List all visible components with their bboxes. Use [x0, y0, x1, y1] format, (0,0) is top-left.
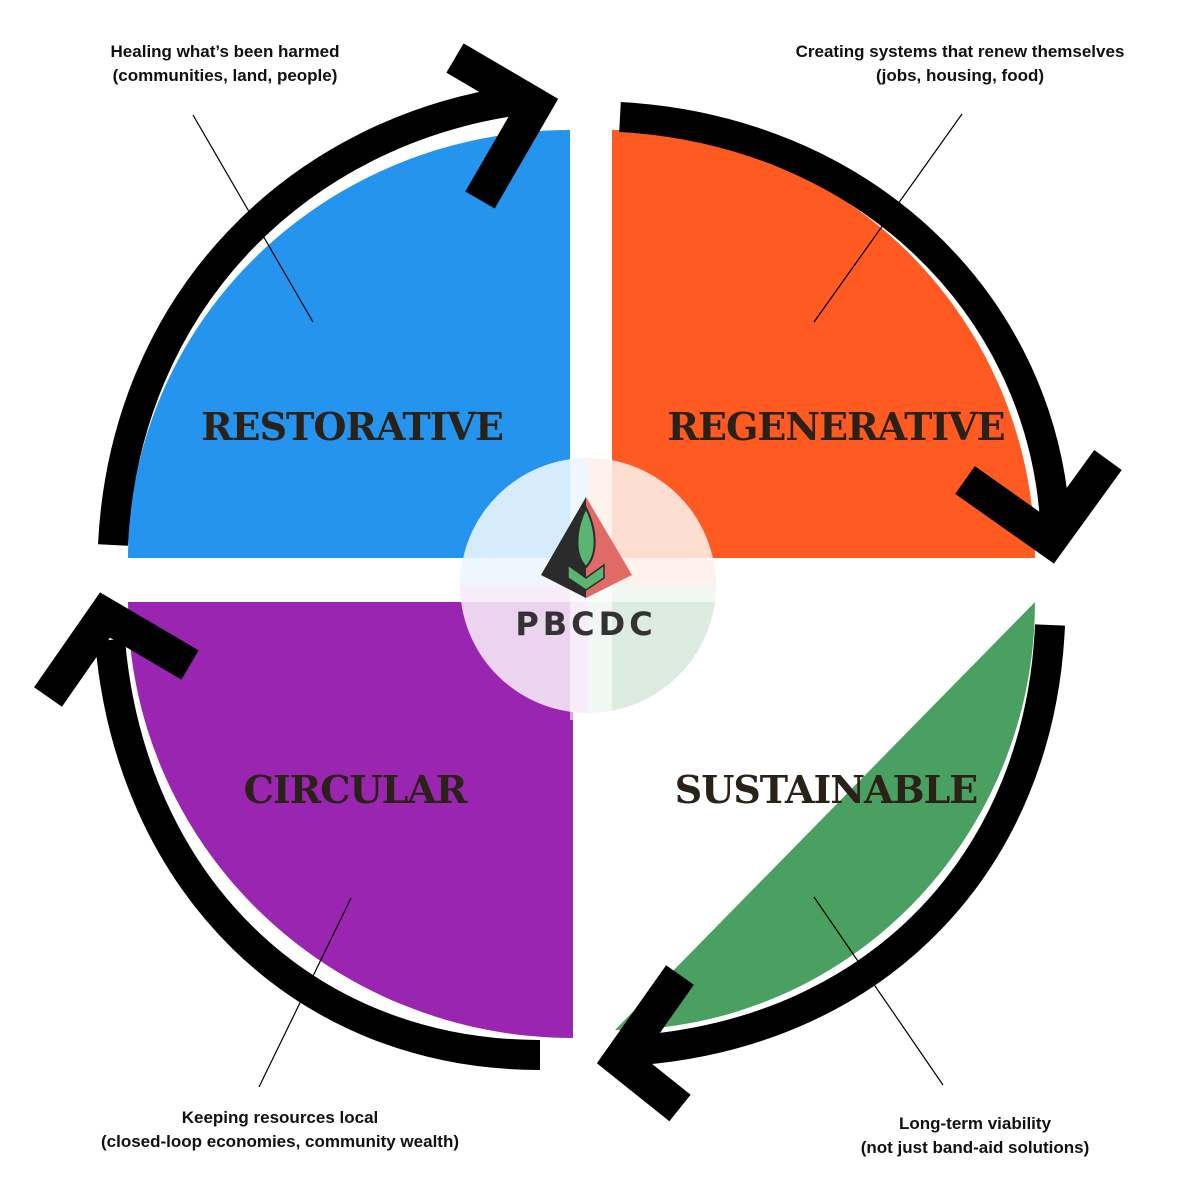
- quadrant-sustainable: [615, 602, 1035, 1030]
- note-line: Keeping resources local: [181, 1108, 379, 1127]
- logo-text: PBCDC: [515, 605, 656, 643]
- arrow-circular: [34, 592, 541, 1070]
- label-sustainable: SUSTAINABLE: [675, 767, 978, 812]
- quadrant-circular: [128, 602, 573, 1038]
- note-regenerative: Creating systems that renew themselves (…: [740, 40, 1180, 88]
- arrow-restorative: [98, 43, 559, 546]
- pbcdc-logo: PBCDC: [515, 497, 656, 643]
- arrow-regenerative: [619, 102, 1122, 564]
- center-badge: [455, 450, 720, 720]
- quadrant-regenerative: [612, 130, 1035, 558]
- label-restorative: RESTORATIVE: [201, 404, 503, 449]
- note-line: (closed-loop economies, community wealth…: [101, 1132, 459, 1151]
- note-line: Long-term viability: [898, 1114, 1052, 1133]
- note-line: (jobs, housing, food): [875, 66, 1045, 85]
- note-line: Creating systems that renew themselves: [795, 42, 1125, 61]
- note-restorative: Healing what’s been harmed (communities,…: [40, 40, 410, 88]
- note-line: (not just band-aid solutions): [860, 1138, 1090, 1157]
- note-line: Healing what’s been harmed: [110, 42, 340, 61]
- leader-line-sustainable: [813, 896, 944, 1086]
- note-circular: Keeping resources local (closed-loop eco…: [40, 1106, 520, 1154]
- note-line: (communities, land, people): [112, 66, 338, 85]
- label-circular: CIRCULAR: [244, 767, 468, 812]
- arrow-sustainable: [596, 624, 1065, 1122]
- quadrant-restorative: [128, 130, 570, 558]
- note-sustainable: Long-term viability (not just band-aid s…: [800, 1112, 1150, 1160]
- label-regenerative: REGENERATIVE: [667, 404, 1004, 449]
